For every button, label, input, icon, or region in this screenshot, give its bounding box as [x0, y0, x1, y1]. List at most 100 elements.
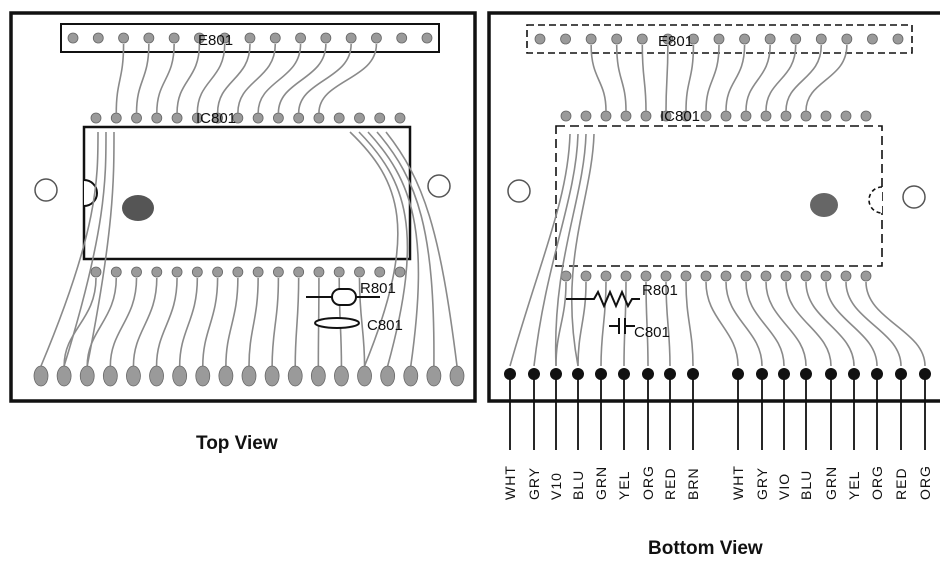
trace — [685, 281, 694, 367]
edge-pad — [102, 365, 118, 387]
bottom-resistor-r801 — [566, 289, 640, 309]
trace — [570, 133, 595, 367]
connector-pad — [815, 33, 827, 45]
connector-pad — [396, 32, 408, 44]
ic-pad — [171, 112, 183, 124]
top-connector-label: E801 — [198, 32, 233, 49]
ic-pad — [840, 270, 852, 282]
ic-pad — [800, 110, 812, 122]
trace — [865, 281, 926, 367]
trace — [349, 131, 399, 367]
trace — [600, 281, 607, 367]
bottom-resistor-label: R801 — [642, 282, 678, 299]
connector-pad — [611, 33, 623, 45]
top-resistor-r801 — [306, 288, 380, 306]
trace — [132, 277, 158, 367]
trace — [176, 43, 201, 114]
trace — [725, 44, 746, 112]
ic-pad — [700, 110, 712, 122]
wire-terminal — [919, 368, 931, 380]
connector-pad — [739, 33, 750, 45]
edge-pad — [310, 365, 326, 387]
connector-pad — [688, 33, 699, 45]
ic-pad — [191, 266, 203, 278]
trace — [257, 43, 302, 114]
ic-pad — [680, 270, 692, 282]
ic-pad — [313, 266, 325, 278]
wire-label: ORG — [917, 465, 933, 500]
trace — [225, 277, 239, 367]
ic-pad — [700, 270, 712, 282]
ic-pad — [720, 270, 732, 282]
trace — [765, 281, 807, 367]
wire-terminal — [504, 368, 516, 380]
trace — [216, 43, 251, 114]
connector-pad — [560, 33, 571, 45]
trace — [271, 277, 280, 367]
top-ic-pin1-dot — [122, 195, 154, 221]
ic-pad — [171, 266, 183, 278]
ic-pad — [333, 266, 345, 278]
edge-pad — [380, 365, 396, 387]
wire-terminal — [687, 368, 699, 380]
connector-pad — [585, 33, 597, 45]
wire-terminal — [595, 368, 607, 380]
wire-terminal — [871, 368, 883, 380]
trace — [196, 43, 226, 114]
trace — [785, 281, 832, 367]
ic-pad — [394, 266, 406, 278]
trace — [805, 281, 855, 367]
edge-pad — [334, 365, 349, 387]
trace — [109, 277, 138, 367]
bottom-ic-notch — [868, 186, 883, 214]
bottom-ic-label: IC801 — [660, 108, 700, 125]
bottom-mount-hole-left — [507, 179, 531, 203]
trace — [376, 131, 435, 367]
wire-label: WHT — [730, 465, 746, 500]
trace — [615, 44, 627, 112]
ic-pad — [740, 270, 752, 282]
edge-pad — [126, 365, 141, 387]
wire-terminal — [800, 368, 812, 380]
wire-label: RED — [662, 467, 678, 500]
ic-pad — [820, 110, 832, 122]
wire-label: GRY — [754, 467, 770, 500]
ic-pad — [151, 266, 163, 278]
connector-pad — [345, 32, 357, 44]
connector-pad — [421, 32, 433, 44]
ic-pad — [374, 266, 386, 278]
ic-pad — [333, 112, 345, 124]
trace — [554, 133, 587, 367]
top-ic-label: IC801 — [196, 110, 236, 127]
wire-label: GRY — [526, 467, 542, 500]
trace — [201, 277, 219, 367]
trace — [115, 43, 125, 114]
bottom-traces — [509, 44, 926, 367]
wire-label: ORG — [869, 465, 885, 500]
wire-terminal — [664, 368, 676, 380]
top-capacitor-c801 — [314, 317, 360, 329]
connector-pad — [764, 33, 776, 45]
wire-label: GRN — [593, 466, 609, 500]
ic-pad — [720, 110, 732, 122]
trace — [155, 277, 178, 367]
trace — [745, 44, 771, 112]
trace — [63, 131, 107, 367]
trace — [590, 44, 607, 112]
trace — [358, 277, 366, 367]
ic-pad — [640, 270, 652, 282]
ic-pad — [740, 110, 752, 122]
edge-pad — [79, 365, 95, 387]
connector-pad — [790, 33, 802, 45]
trace — [685, 44, 695, 112]
edge-pad — [33, 365, 49, 387]
trace — [385, 131, 458, 367]
connector-pad — [143, 32, 155, 44]
top-view-board: E801 IC801 R801 C801 — [9, 11, 477, 403]
trace — [318, 43, 378, 114]
connector-pad — [219, 32, 231, 44]
trace — [86, 277, 118, 367]
ic-pad — [860, 110, 872, 122]
